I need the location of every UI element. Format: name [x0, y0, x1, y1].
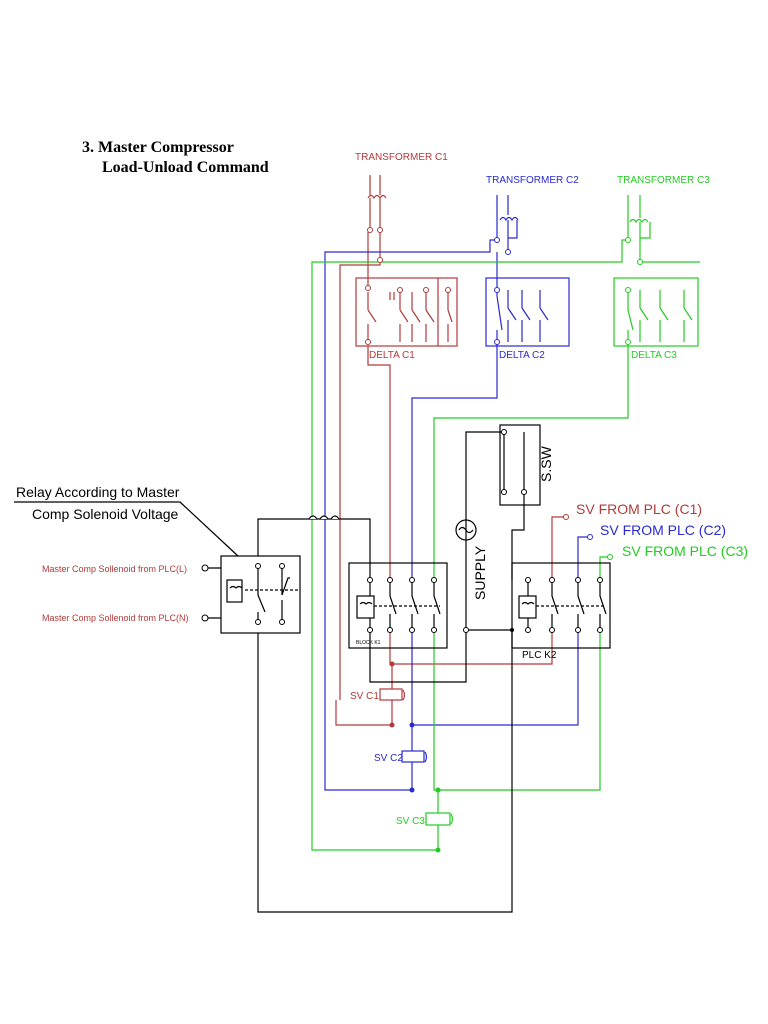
relay-note-line-2: Comp Solenoid Voltage — [32, 506, 179, 522]
c1-wiring — [335, 175, 564, 726]
junction-dots — [389, 628, 514, 853]
c3-wiring — [311, 195, 700, 851]
delta-c2-label: DELTA C2 — [499, 350, 545, 361]
contactor-k1-label: BLOCK K1 — [356, 640, 381, 646]
wire-crossings — [308, 515, 340, 520]
plc-neutral-input-label: Master Comp Sollenoid from PLC(N) — [42, 613, 189, 623]
sv-from-plc-c1-label: SV FROM PLC (C1) — [576, 501, 702, 517]
relay-note-line-1: Relay According to Master — [16, 484, 180, 500]
ssw-label: S.SW — [538, 445, 554, 482]
terminals — [201, 227, 643, 633]
page-title: 3. Master Compressor Load-Unload Command — [82, 138, 269, 178]
sv-c3-label: SV C3 — [396, 816, 425, 827]
transformer-c3-label: TRANSFORMER C3 — [617, 175, 710, 186]
plc-k2-label: PLC K2 — [522, 650, 557, 661]
sv-c2-label: SV C2 — [374, 753, 403, 764]
sv-c1-label: SV C1 — [350, 691, 379, 702]
supply-label: SUPPLY — [472, 545, 488, 600]
transformer-c2-label: TRANSFORMER C2 — [486, 175, 579, 186]
c2-wiring — [324, 195, 590, 791]
delta-c3-label: DELTA C3 — [631, 350, 677, 361]
sv-from-plc-c3-label: SV FROM PLC (C3) — [622, 543, 748, 559]
title-line-2: Load-Unload Command — [102, 159, 269, 176]
plc-line-input-label: Master Comp Sollenoid from PLC(L) — [42, 564, 187, 574]
sv-from-plc-c2-label: SV FROM PLC (C2) — [600, 522, 726, 538]
delta-c1-label: DELTA C1 — [369, 350, 415, 361]
title-line-1: 3. Master Compressor — [82, 139, 234, 156]
transformer-c1-label: TRANSFORMER C1 — [355, 152, 448, 163]
